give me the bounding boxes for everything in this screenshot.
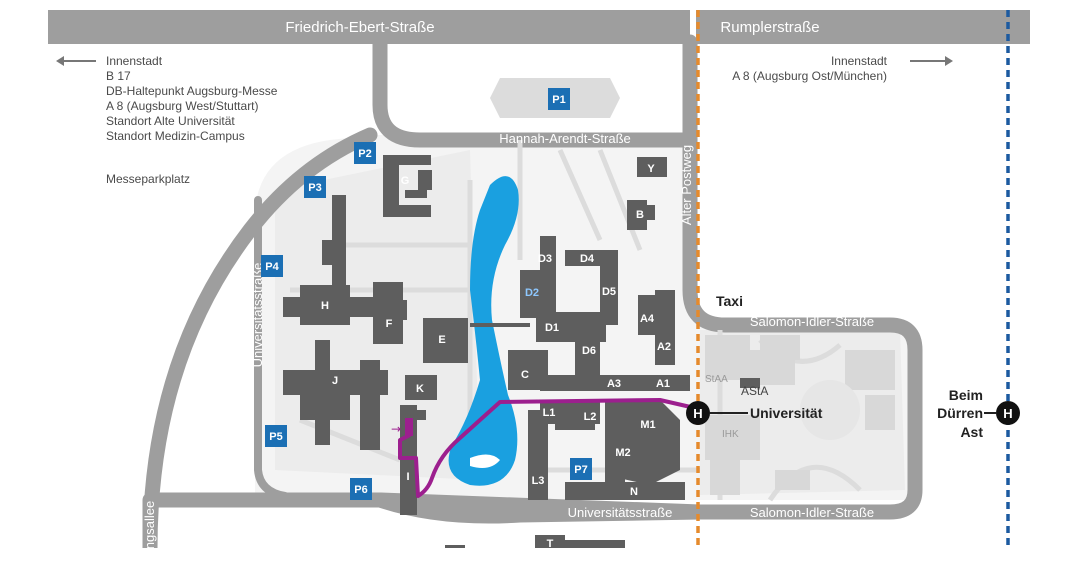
street-salomon-top: Salomon-Idler-Straße	[750, 314, 874, 329]
parking-markers: P1 P2 P3 P4 P5 P6 P7	[261, 88, 592, 500]
street-allee: ngsallee	[142, 501, 157, 549]
dir-left-line3: DB-Haltepunkt Augsburg-Messe	[106, 84, 278, 98]
parking-p4[interactable]: P4	[265, 261, 279, 273]
stop-beim-duerren-ast[interactable]: H Beim Dürren Ast	[937, 387, 1020, 440]
building-b[interactable]: B	[636, 209, 644, 221]
parking-p3[interactable]: P3	[308, 182, 321, 194]
building-m2[interactable]: M2	[615, 447, 630, 459]
building-l3[interactable]: L3	[532, 475, 545, 487]
building-d3[interactable]: D3	[538, 253, 552, 265]
walking-route	[398, 398, 696, 498]
buildings-layer	[283, 155, 690, 549]
stop-beim-symbol: H	[1003, 406, 1012, 421]
building-a2[interactable]: A2	[657, 341, 671, 353]
dir-right-line1: Innenstadt	[831, 54, 888, 68]
label-asta: AStA	[741, 384, 768, 398]
building-k[interactable]: K	[416, 383, 424, 395]
street-rumpler: Rumplerstraße	[720, 19, 819, 36]
building-c[interactable]: C	[521, 369, 529, 381]
parking-p1[interactable]: P1	[552, 94, 565, 106]
street-universitaet-left: Universitätsstraße	[250, 263, 265, 368]
route-arrow-icon: →	[391, 422, 401, 436]
parking-p2[interactable]: P2	[358, 148, 371, 160]
street-alter-postweg: Alter Postweg	[679, 145, 694, 225]
street-salomon-bottom: Salomon-Idler-Straße	[750, 505, 874, 520]
building-d5[interactable]: D5	[602, 286, 616, 298]
dir-left-line4: A 8 (Augsburg West/Stuttart)	[106, 99, 259, 113]
messeparkplatz: Messeparkplatz	[106, 172, 190, 186]
building-t[interactable]: T	[547, 538, 554, 550]
lake	[448, 176, 519, 486]
dir-left-line1: Innenstadt	[106, 54, 163, 68]
parking-p7[interactable]: P7	[574, 464, 587, 476]
dir-left-line5: Standort Alte Universität	[106, 114, 235, 128]
stop-universitaet[interactable]: H Universität	[686, 401, 823, 425]
stop-universitaet-symbol: H	[693, 406, 702, 421]
building-d4[interactable]: D4	[580, 253, 595, 265]
building-a4[interactable]: A4	[640, 313, 655, 325]
direction-left: Innenstadt B 17 DB-Haltepunkt Augsburg-M…	[56, 54, 278, 186]
building-j[interactable]: J	[332, 375, 338, 387]
parking-p5[interactable]: P5	[269, 431, 282, 443]
street-hannah-arendt: Hannah-Arendt-Straße	[499, 131, 631, 146]
building-d6[interactable]: D6	[582, 345, 596, 357]
street-bar-left	[48, 10, 690, 44]
dir-left-line2: B 17	[106, 69, 131, 83]
stop-beim-line3: Ast	[960, 424, 983, 440]
street-universitaet-bottom: Universitätsstraße	[568, 505, 673, 520]
building-l2[interactable]: L2	[584, 411, 597, 423]
building-d2[interactable]: D2	[525, 287, 539, 299]
building-g[interactable]: G	[401, 175, 410, 187]
building-n[interactable]: N	[630, 486, 638, 498]
building-f[interactable]: F	[386, 318, 393, 330]
building-d1[interactable]: D1	[545, 322, 559, 334]
building-a1[interactable]: A1	[656, 378, 670, 390]
building-a3[interactable]: A3	[607, 378, 621, 390]
dir-right-line2: A 8 (Augsburg Ost/München)	[732, 69, 887, 83]
dir-left-line6: Standort Medizin-Campus	[106, 129, 245, 143]
direction-right: Innenstadt A 8 (Augsburg Ost/München)	[732, 54, 953, 83]
building-e[interactable]: E	[438, 334, 445, 346]
building-labels: G H F E J K I D3 D4 D2 D5 D1 D6 C A3 A1 …	[321, 163, 671, 550]
label-staa: StAA	[705, 374, 728, 385]
stop-beim-line2: Dürren	[937, 405, 983, 421]
building-m1[interactable]: M1	[640, 419, 655, 431]
street-bar-right	[696, 10, 1030, 44]
building-y[interactable]: Y	[647, 163, 655, 175]
building-i[interactable]: I	[406, 471, 409, 483]
label-taxi: Taxi	[716, 293, 743, 309]
stop-beim-line1: Beim	[949, 387, 983, 403]
building-h[interactable]: H	[321, 300, 329, 312]
stop-universitaet-name: Universität	[750, 405, 823, 421]
building-l1[interactable]: L1	[543, 407, 556, 419]
street-friedrich-ebert: Friedrich-Ebert-Straße	[285, 19, 434, 36]
parking-p6[interactable]: P6	[354, 484, 367, 496]
label-ihk: IHK	[722, 429, 739, 440]
